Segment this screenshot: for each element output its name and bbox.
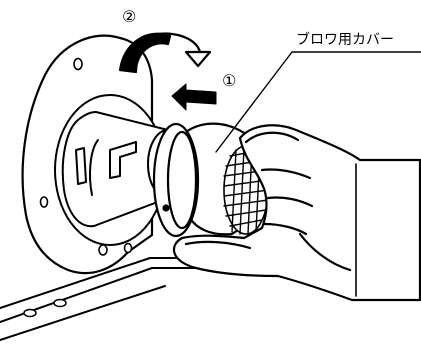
l-slot xyxy=(75,141,137,185)
flange-bolt-holes xyxy=(39,57,133,256)
step-2-label: ② xyxy=(122,7,136,26)
rail-mount-holes xyxy=(23,298,67,318)
label-leader-line xyxy=(215,51,421,153)
hand-illustration xyxy=(172,124,421,302)
step-1-label: ① xyxy=(222,71,236,90)
push-arrow xyxy=(171,83,217,111)
part-name-label: ブロワ用カバー xyxy=(296,31,394,48)
rotate-arrow xyxy=(118,32,212,74)
